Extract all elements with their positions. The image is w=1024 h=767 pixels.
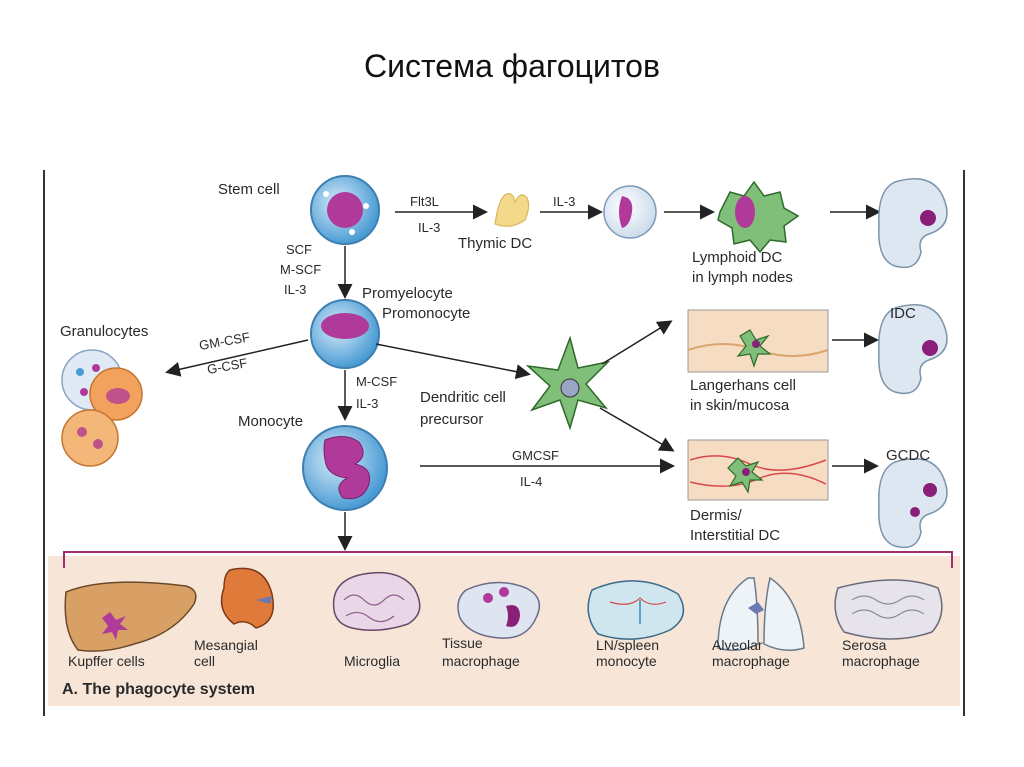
intermediate-cell (603, 185, 657, 239)
lungs-illustration (717, 576, 805, 651)
gmcsf-label-b: GMCSF (512, 448, 559, 463)
granulocyte-2 (89, 367, 143, 421)
intestine-illustration (834, 579, 943, 640)
il4-label: IL-4 (520, 474, 542, 489)
tissue-bracket (63, 551, 953, 568)
arrow-promyelocyte-dendritic (375, 343, 531, 380)
il3-label-d: IL-3 (356, 396, 378, 411)
mscf-label: M-SCF (280, 262, 321, 277)
stem-cell (310, 175, 380, 245)
lymph-node-cell-2 (878, 304, 948, 395)
kidney-illustration (220, 567, 274, 629)
thymic-dc (494, 193, 530, 227)
flt3l-label: Flt3L (410, 194, 439, 209)
arrow-promyelocyte-granulocytes (165, 339, 309, 377)
arrow-dendritic-langerhans (601, 320, 673, 365)
promyelocyte-label: Promyelocyte (362, 285, 453, 302)
mesangial-label-2: cell (194, 653, 215, 669)
dendritic-precursor (525, 335, 611, 431)
stem-cell-label: Stem cell (218, 181, 280, 198)
scf-label: SCF (286, 242, 312, 257)
lymph-node-cell-3 (878, 458, 948, 549)
ln-label-1: LN/spleen (596, 637, 659, 653)
dermis-label-1: Dermis/ (690, 507, 742, 524)
lymphoid-dc (717, 180, 800, 254)
gcsf-label: G-CSF (206, 355, 248, 377)
dermis-label-2: Interstitial DC (690, 527, 780, 544)
liver-illustration (64, 581, 197, 652)
tissue-macrophage-illustration (457, 581, 541, 639)
gmcsf-label-a: GM-CSF (198, 329, 251, 353)
granulocytes-label: Granulocytes (60, 323, 148, 340)
promonocyte-label: Promonocyte (382, 305, 470, 322)
tissue-macrophage-label-1: Tissue (442, 635, 483, 651)
monocyte-cell (302, 425, 388, 511)
lymph-node-cell-1 (878, 178, 948, 269)
alveolar-label-2: macrophage (712, 653, 790, 669)
langerhans-tissue (687, 309, 829, 373)
thymic-dc-label: Thymic DC (458, 235, 532, 252)
lymphoid-dc-label-2: in lymph nodes (692, 269, 793, 286)
il3-label-b: IL-3 (553, 194, 575, 209)
ln-label-2: monocyte (596, 653, 657, 669)
mcsf-label: M-CSF (356, 374, 397, 389)
kupffer-label: Kupffer cells (68, 653, 145, 669)
arrow-dendritic-dermis (599, 407, 675, 452)
lymphoid-dc-label-1: Lymphoid DC (692, 249, 782, 266)
promyelocyte-cell (310, 299, 380, 369)
serosa-label-1: Serosa (842, 637, 887, 653)
langerhans-label-2: in skin/mucosa (690, 397, 790, 414)
mesangial-label-1: Mesangial (194, 637, 258, 653)
dendritic-label-2: precursor (420, 411, 483, 428)
microglia-label: Microglia (344, 653, 400, 669)
dermis-tissue (687, 439, 829, 501)
ln-spleen-illustration (587, 580, 685, 640)
serosa-label-2: macrophage (842, 653, 920, 669)
langerhans-label-1: Langerhans cell (690, 377, 796, 394)
alveolar-label-1: Alveolar (712, 637, 763, 653)
page-title: Система фагоцитов (364, 48, 660, 84)
idc-label: IDC (890, 305, 916, 322)
dendritic-label-1: Dendritic cell (420, 389, 506, 406)
monocyte-label: Monocyte (238, 413, 303, 430)
granulocyte-3 (61, 409, 119, 467)
il3-label-c: IL-3 (284, 282, 306, 297)
il3-label-a: IL-3 (418, 220, 440, 235)
tissue-macrophage-label-2: macrophage (442, 653, 520, 669)
footer-caption: A. The phagocyte system (62, 681, 255, 698)
brain-illustration (332, 571, 421, 631)
gcdc-label: GCDC (886, 447, 930, 464)
